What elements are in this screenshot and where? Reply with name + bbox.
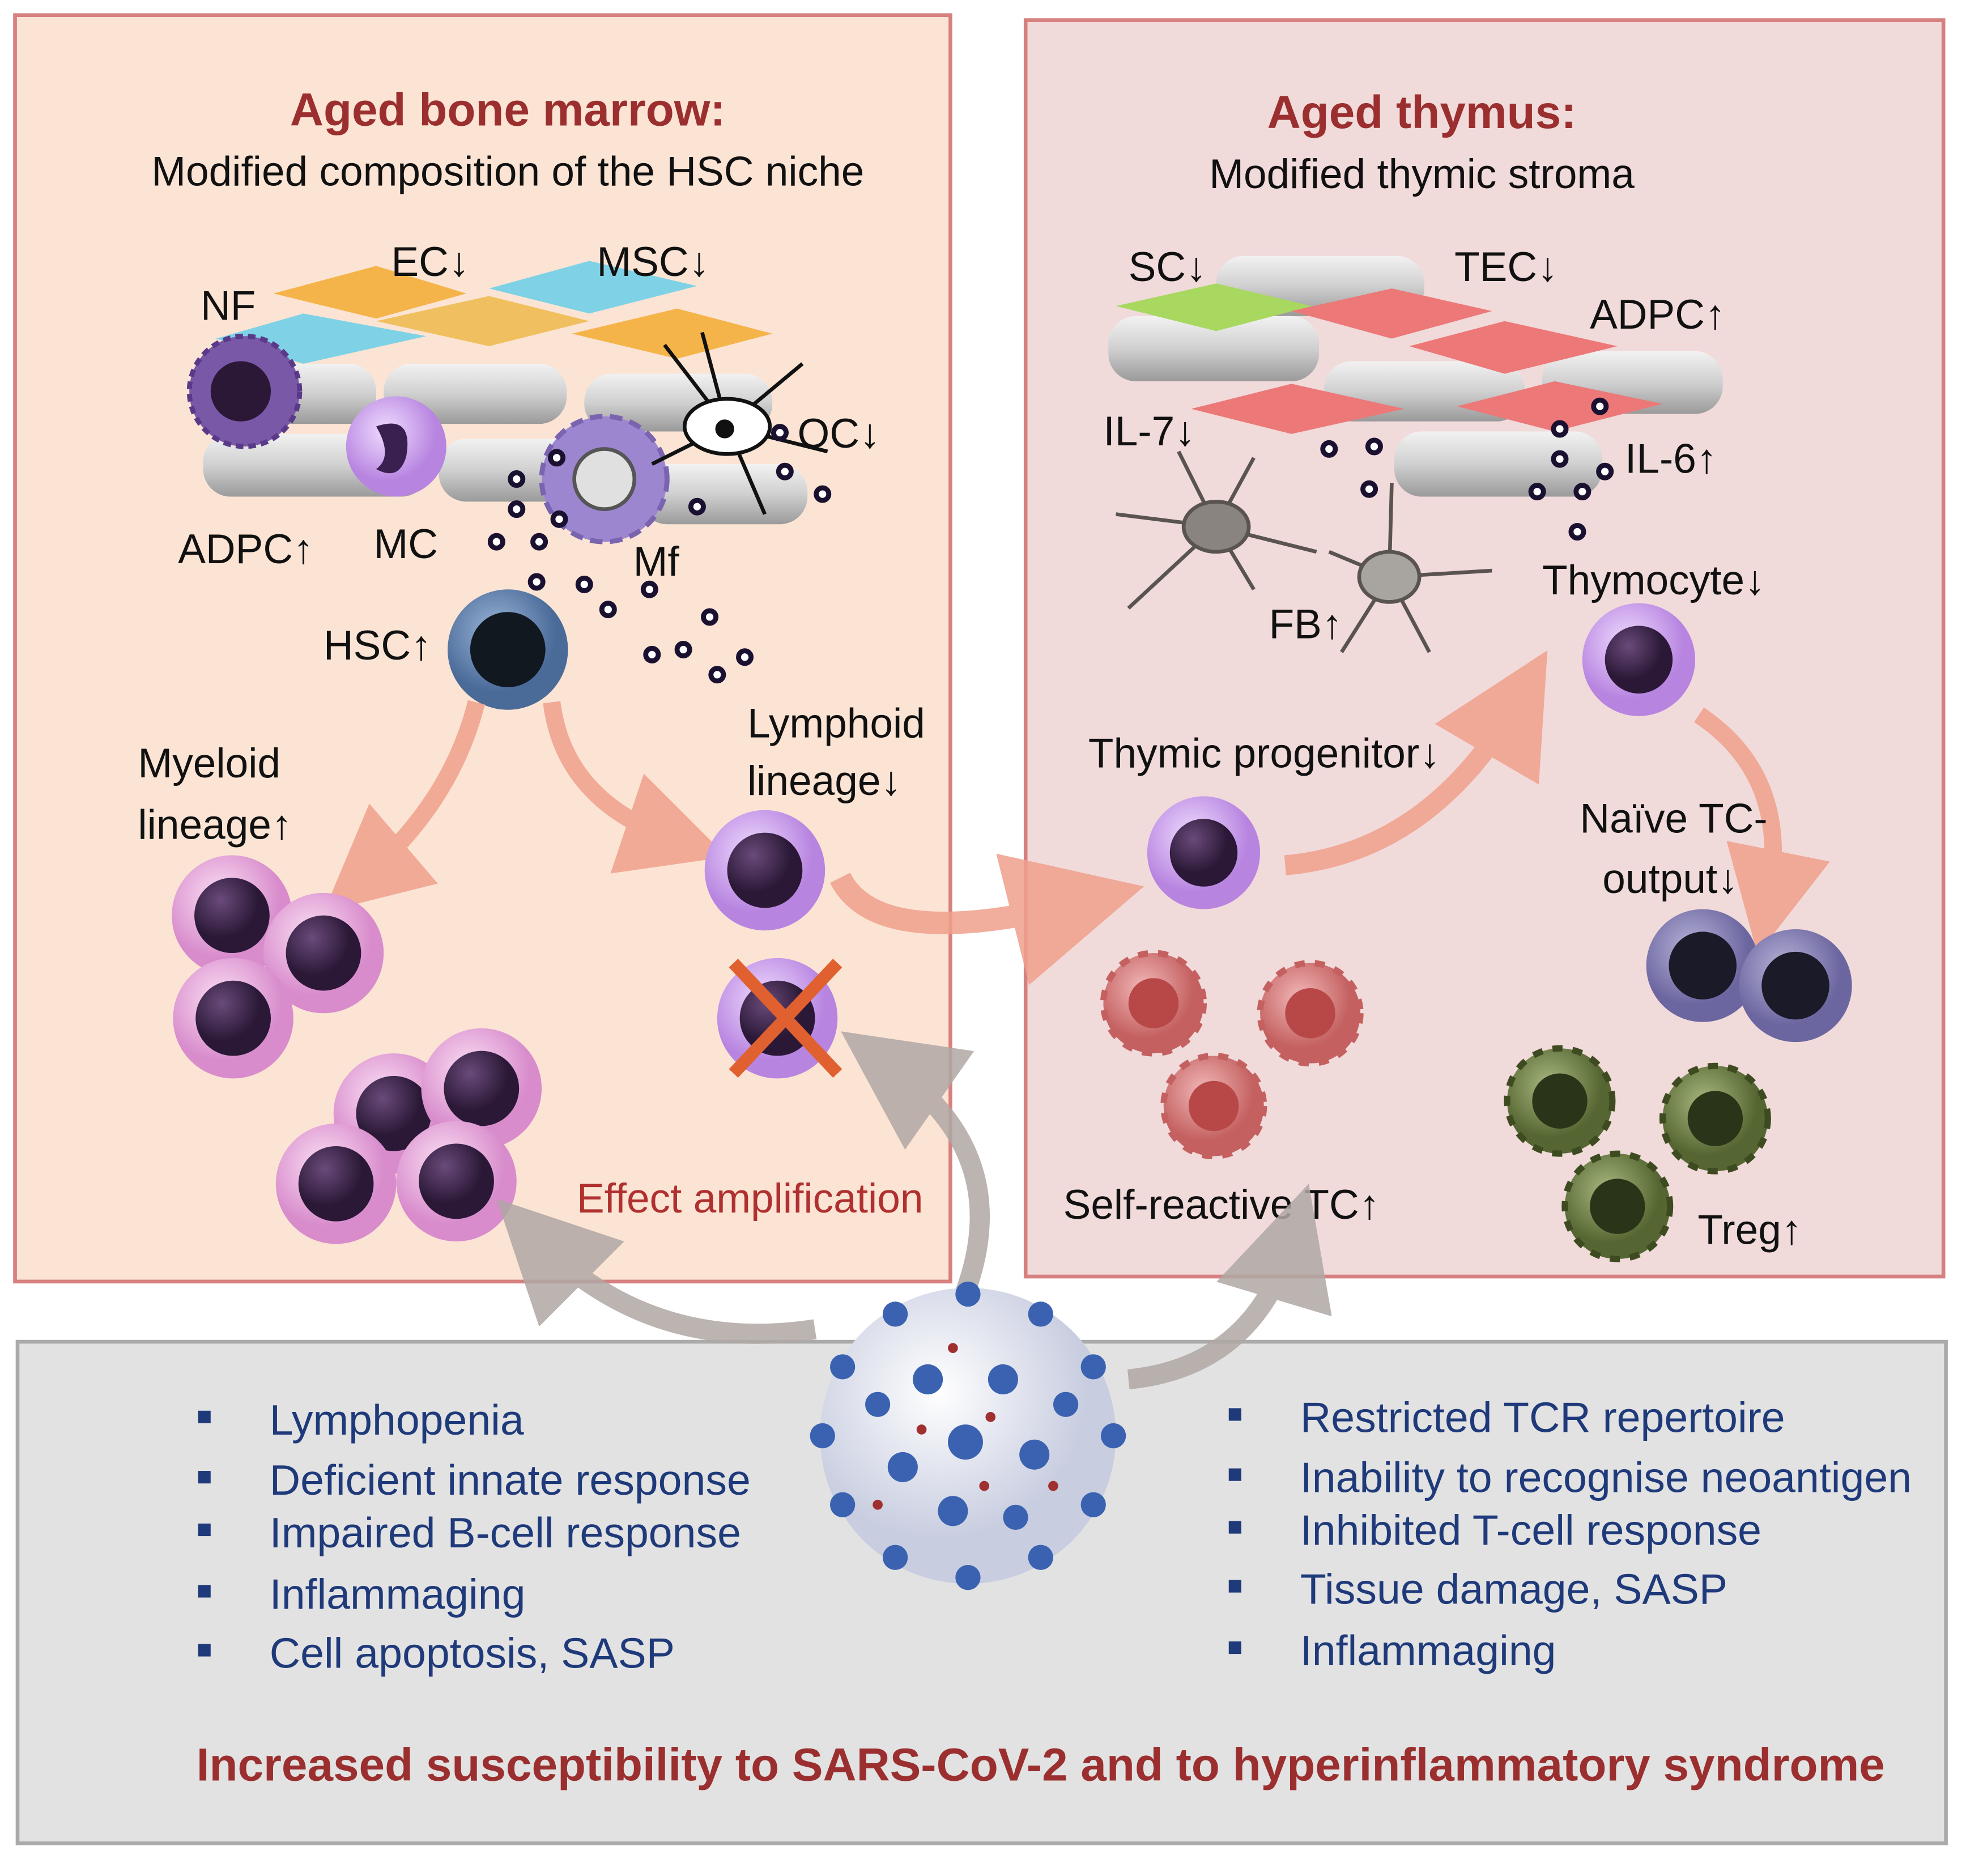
lymphoid-arrow (543, 701, 727, 874)
list-item: Inflammaging (1300, 1627, 1556, 1674)
list-item: Restricted TCR repertoire (1300, 1393, 1785, 1441)
treg-cells (1504, 1045, 1771, 1262)
lymphoid-cell-blocked (717, 958, 842, 1079)
label-ec: EC↓ (391, 239, 469, 285)
label-tec: TEC↓ (1454, 244, 1558, 290)
label-thymus-adpc: ADPC↑ (1590, 292, 1725, 338)
label-effect-amplification: Effect amplification (577, 1176, 923, 1222)
label-mc: MC (373, 521, 438, 567)
cytokine-dots (487, 424, 832, 684)
naive-tc-cells (1646, 909, 1852, 1043)
label-myeloid-2: lineage↑ (138, 802, 292, 848)
bm-to-thymus-arrow (829, 853, 1144, 985)
label-adpc: ADPC↑ (178, 526, 313, 572)
thymus-diamond-cells (1116, 283, 1663, 434)
macrophage-cell (539, 414, 670, 544)
hsc-cell (448, 589, 568, 710)
thymus-cytokine-dots (1320, 397, 1614, 541)
myeloid-arrow (324, 700, 485, 912)
list-item: Inflammaging (270, 1570, 526, 1618)
list-item: Impaired B-cell response (270, 1509, 741, 1556)
bone-marrow-subtitle: Modified composition of the HSC niche (151, 149, 864, 195)
label-treg: Treg↑ (1697, 1207, 1802, 1253)
label-il7: IL-7↓ (1103, 409, 1195, 454)
label-thymic-progenitor: Thymic progenitor↓ (1088, 731, 1440, 777)
cross-icon (729, 959, 842, 1078)
list-item: Inhibited T-cell response (1300, 1507, 1761, 1554)
list-item: Lymphopenia (270, 1396, 524, 1444)
label-naive-1: Naïve TC- (1580, 796, 1767, 842)
label-lymphoid-1: Lymphoid (747, 700, 925, 746)
thymus-panel (1023, 18, 1946, 1279)
thymus-title: Aged thymus: (1267, 87, 1577, 138)
label-myeloid-1: Myeloid (138, 741, 280, 786)
label-il6: IL-6↑ (1625, 436, 1717, 482)
label-mf: Mf (633, 539, 680, 585)
left-consequence-list: Lymphopenia Deficient innate response Im… (198, 1396, 751, 1677)
bone-marrow-title: Aged bone marrow: (290, 84, 726, 135)
virus-to-thymus-arrow (1127, 1184, 1332, 1390)
thymus-subtitle: Modified thymic stroma (1209, 151, 1635, 197)
thymocyte-cell (1582, 603, 1695, 716)
label-self-reactive: Self-reactive TC↑ (1063, 1182, 1380, 1228)
virus-to-lymphoid-arrow (841, 1031, 990, 1295)
fibroblast-cells (1116, 450, 1492, 653)
right-consequence-list: Restricted TCR repertoire Inability to r… (1228, 1393, 1912, 1674)
list-item: Inability to recognise neoantigen (1300, 1454, 1912, 1501)
label-sc: SC↓ (1129, 244, 1207, 290)
neutrophil-cell (186, 333, 303, 449)
list-item: Deficient innate response (270, 1456, 751, 1504)
lymphoid-cell (704, 810, 825, 931)
mast-cell (346, 396, 446, 497)
thymic-progenitor-cell (1147, 796, 1261, 909)
label-fb: FB↑ (1269, 602, 1343, 648)
list-item: Tissue damage, SASP (1300, 1566, 1727, 1613)
label-nf: NF (201, 283, 256, 329)
sars-cov-2-virus-icon (810, 1281, 1126, 1590)
self-reactive-tc-cells (1100, 950, 1364, 1160)
virus-to-myeloid-arrow (496, 1198, 817, 1344)
conclusion-text: Increased susceptibility to SARS-CoV-2 a… (197, 1739, 1885, 1791)
label-oc: OC↓ (797, 411, 880, 457)
myeloid-cells (172, 855, 542, 1244)
list-item: Cell apoptosis, SASP (270, 1629, 675, 1677)
label-hsc: HSC↑ (324, 623, 432, 669)
label-msc: MSC↓ (597, 239, 709, 285)
label-thymocyte: Thymocyte↓ (1542, 558, 1765, 603)
progenitor-to-thymocyte-arrow (1284, 650, 1548, 875)
thymocyte-to-naive-arrow (1694, 707, 1830, 955)
label-naive-2: output↓ (1602, 856, 1738, 902)
label-lymphoid-2: lineage↓ (747, 758, 901, 804)
osteoclast-cell (651, 331, 828, 515)
